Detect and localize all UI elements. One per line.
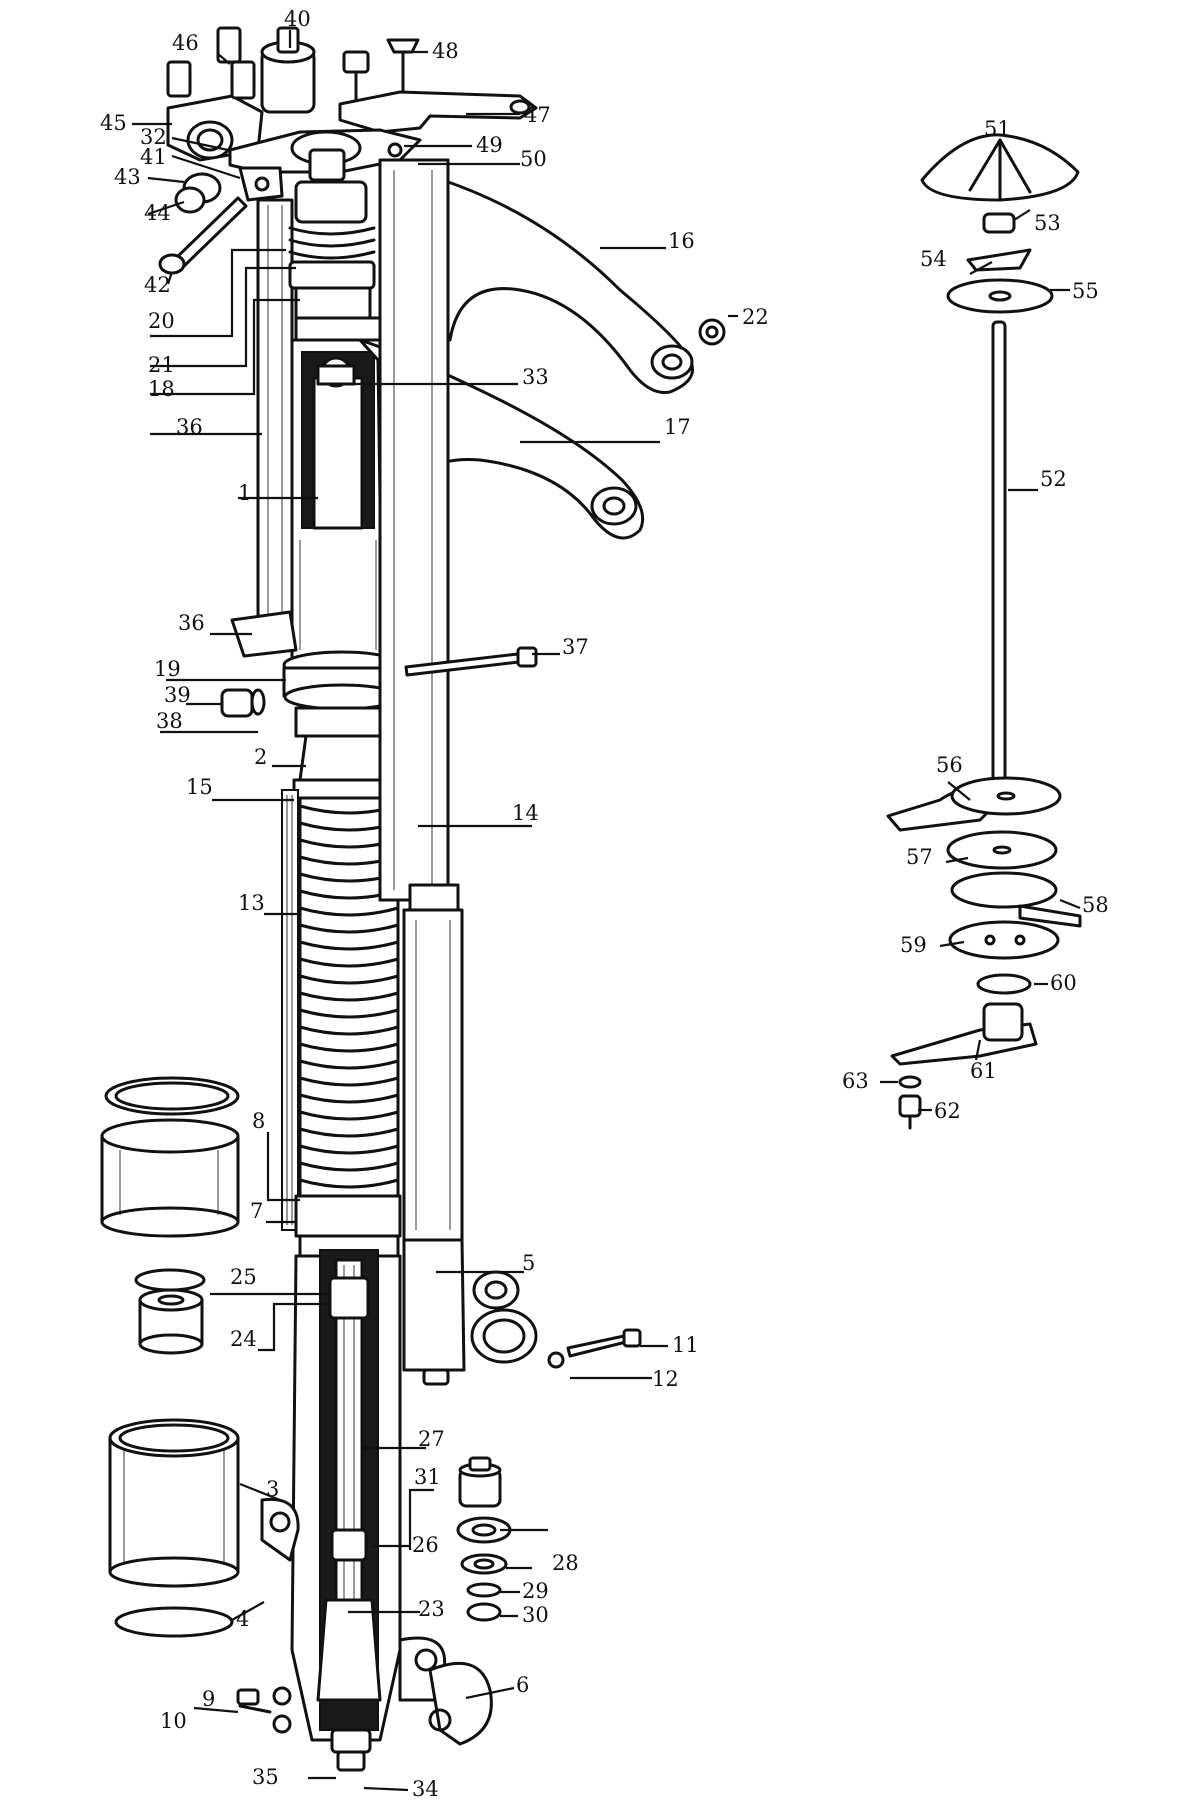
- callout-41: 41: [140, 145, 167, 169]
- spring-coil: [298, 1178, 400, 1189]
- callout-33: 33: [522, 365, 549, 389]
- callout-57: 57: [906, 845, 933, 869]
- spring-coil: [298, 1008, 400, 1019]
- callout-58: 58: [1082, 893, 1109, 917]
- callout-18: 18: [148, 377, 175, 401]
- callout-12: 12: [652, 1367, 679, 1391]
- top-crown-assembly: [158, 26, 538, 275]
- callout-24: 24: [230, 1327, 257, 1351]
- callout-5: 5: [522, 1251, 535, 1275]
- callout-16: 16: [668, 229, 695, 253]
- callout-61: 61: [970, 1059, 997, 1083]
- callout-10: 10: [160, 1709, 187, 1733]
- callout-19: 19: [154, 657, 181, 681]
- callout-47: 47: [524, 103, 551, 127]
- callout-35: 35: [252, 1765, 279, 1789]
- callout-42: 42: [144, 273, 171, 297]
- steering-damper: [886, 133, 1082, 1130]
- callout-31: 31: [414, 1465, 441, 1489]
- spring-coil: [298, 974, 400, 985]
- callout-43: 43: [114, 165, 141, 189]
- callout-17: 17: [664, 415, 691, 439]
- spring-coil: [298, 1144, 400, 1155]
- callout-2: 2: [254, 745, 267, 769]
- callout-63: 63: [842, 1069, 869, 1093]
- callout-55: 55: [1072, 279, 1099, 303]
- callout-1: 1: [238, 481, 251, 505]
- callout-25: 25: [230, 1265, 257, 1289]
- callout-38: 38: [156, 709, 183, 733]
- spring-coil: [298, 1161, 400, 1172]
- spring-coil: [298, 1093, 400, 1104]
- callout-34: 34: [412, 1777, 439, 1801]
- spring-coil: [298, 923, 400, 934]
- loose-bushes: [100, 1076, 240, 1638]
- callout-36-upper: 36: [176, 415, 203, 439]
- callout-59: 59: [900, 933, 927, 957]
- spring-coil: [298, 940, 400, 951]
- callout-9: 9: [202, 1687, 215, 1711]
- callout-23: 23: [418, 1597, 445, 1621]
- callout-49: 49: [476, 133, 503, 157]
- callout-27: 27: [418, 1427, 445, 1451]
- callout-37: 37: [562, 635, 589, 659]
- right-stanchion: [378, 158, 642, 1386]
- callout-3: 3: [266, 1477, 279, 1501]
- callout-22: 22: [742, 305, 769, 329]
- spring-coil: [298, 1025, 400, 1036]
- callout-13: 13: [238, 891, 265, 915]
- callout-52: 52: [1040, 467, 1067, 491]
- callout-60: 60: [1050, 971, 1077, 995]
- callout-15: 15: [186, 775, 213, 799]
- callout-29: 29: [522, 1579, 549, 1603]
- leader-lines: [132, 30, 1081, 1792]
- callout-36-lower: 36: [178, 611, 205, 635]
- valve-parts: [456, 1456, 512, 1622]
- spring-coil: [298, 1076, 400, 1087]
- callout-20: 20: [148, 309, 175, 333]
- callout-53: 53: [1034, 211, 1061, 235]
- callout-46: 46: [172, 31, 199, 55]
- callout-32: 32: [140, 125, 167, 149]
- callout-14: 14: [512, 801, 539, 825]
- callout-62: 62: [934, 1099, 961, 1123]
- callout-44: 44: [144, 201, 171, 225]
- left-fork-assembly: [220, 180, 493, 1772]
- callout-39: 39: [164, 683, 191, 707]
- callout-48: 48: [432, 39, 459, 63]
- spring-coil: [298, 1042, 400, 1053]
- callout-21: 21: [148, 353, 175, 377]
- spring-coil: [298, 1110, 400, 1121]
- callout-56: 56: [936, 753, 963, 777]
- callout-7: 7: [250, 1199, 263, 1223]
- callout-11: 11: [672, 1333, 699, 1357]
- callout-labels: 46 40 48 45 32 41 43 44 42 20 21 18 36 1…: [100, 7, 1109, 1801]
- callout-26: 26: [412, 1533, 439, 1557]
- spring-coil: [298, 1127, 400, 1138]
- callout-6: 6: [516, 1673, 529, 1697]
- callout-51: 51: [984, 117, 1011, 141]
- callout-8: 8: [252, 1109, 265, 1133]
- callout-54: 54: [920, 247, 947, 271]
- spring-coil: [298, 1059, 400, 1070]
- callout-45: 45: [100, 111, 127, 135]
- spring-coil: [298, 906, 400, 917]
- callout-4: 4: [236, 1607, 249, 1631]
- callout-28: 28: [552, 1551, 579, 1575]
- callout-50: 50: [520, 147, 547, 171]
- spring-coil: [298, 991, 400, 1002]
- callout-30: 30: [522, 1603, 549, 1627]
- callout-40: 40: [284, 7, 311, 31]
- spring-coil: [298, 957, 400, 968]
